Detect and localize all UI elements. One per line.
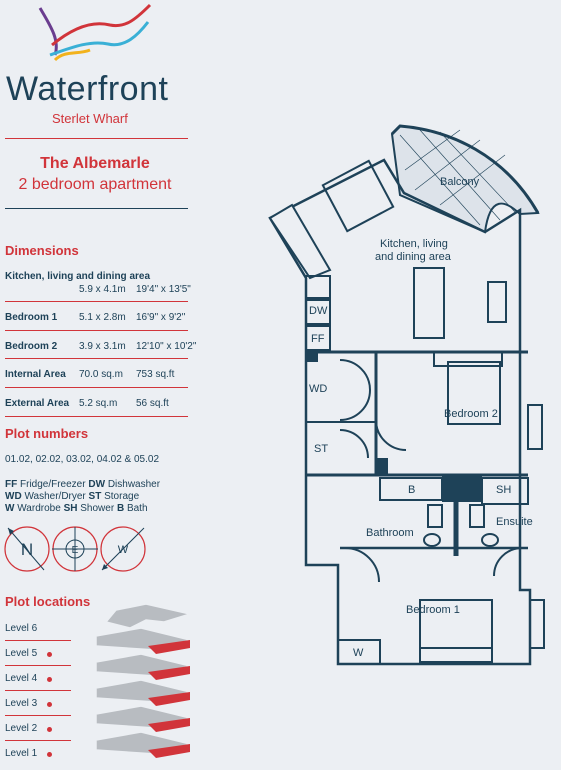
dim-label-bedroom2: Bedroom 2 [5, 341, 58, 352]
room-label-bedroom1: Bedroom 1 [406, 604, 460, 616]
floor-plan [268, 124, 545, 666]
plot-locations-title: Plot locations [5, 594, 91, 609]
legend-line-3: W Wardrobe SH Shower B Bath [5, 503, 148, 514]
divider [5, 690, 71, 691]
divider [5, 740, 71, 741]
level-marker [47, 752, 52, 757]
level-marker [47, 727, 52, 732]
room-label-ensuite: Ensuite [496, 516, 533, 528]
logo-ribbon-icon [38, 3, 152, 62]
room-label-kitchen-2: and dining area [375, 251, 451, 263]
level-marker [47, 702, 52, 707]
level-label: Level 1 [5, 748, 38, 759]
svg-text:N: N [21, 540, 33, 559]
dim-label-external: External Area [5, 398, 70, 409]
dim-imperial-external: 56 sq.ft [136, 398, 169, 409]
plot-numbers-title: Plot numbers [5, 426, 89, 441]
level-marker [47, 652, 52, 657]
divider [5, 208, 188, 209]
dim-metric-external: 5.2 sq.m [79, 398, 118, 409]
apartment-name: The Albemarle [40, 155, 150, 172]
room-label-bathroom: Bathroom [366, 527, 414, 539]
divider [5, 138, 188, 139]
dim-metric-bedroom1: 5.1 x 2.8m [79, 312, 126, 323]
fixture-st: ST [314, 443, 329, 455]
level-label: Level 5 [5, 648, 38, 659]
apartment-type: 2 bedroom apartment [18, 176, 172, 193]
fixture-ff: FF [311, 333, 325, 345]
divider [5, 301, 188, 302]
level-label: Level 6 [5, 623, 38, 634]
divider [5, 330, 188, 331]
compass-icon: N E W [4, 526, 146, 572]
divider [5, 387, 188, 388]
room-label-kitchen: Kitchen, living [380, 238, 448, 250]
brand-name: Waterfront [6, 70, 169, 108]
dim-label-bedroom1: Bedroom 1 [5, 312, 58, 323]
divider [5, 715, 71, 716]
svg-text:E: E [72, 545, 79, 556]
plot-numbers-value: 01.02, 02.02, 03.02, 04.02 & 05.02 [5, 454, 160, 465]
svg-text:W: W [118, 544, 129, 556]
fixture-wd: WD [309, 383, 328, 395]
divider [5, 358, 188, 359]
divider [5, 640, 71, 641]
dim-imperial-bedroom2: 12'10" x 10'2" [136, 341, 197, 352]
dim-label-internal: Internal Area [5, 369, 66, 380]
dim-metric-kitchen: 5.9 x 4.1m [79, 284, 126, 295]
level-label: Level 2 [5, 723, 38, 734]
dim-imperial-kitchen: 19'4" x 13'5" [136, 284, 191, 295]
fixture-dw: DW [309, 305, 328, 317]
legend-line-2: WD Washer/Dryer ST Storage [5, 491, 140, 502]
legend-line-1: FF Fridge/Freezer DW Dishwasher [5, 479, 161, 490]
dim-metric-bedroom2: 3.9 x 3.1m [79, 341, 126, 352]
divider [5, 665, 71, 666]
brand-subtitle: Sterlet Wharf [52, 111, 128, 126]
dim-imperial-bedroom1: 16'9" x 9'2" [136, 312, 186, 323]
building-stack-diagram [95, 603, 193, 758]
fixture-sh: SH [496, 484, 512, 496]
divider [5, 416, 188, 417]
level-label: Level 4 [5, 673, 38, 684]
dim-imperial-internal: 753 sq.ft [136, 369, 175, 380]
level-marker [47, 677, 52, 682]
dimensions-title: Dimensions [5, 243, 79, 258]
fixture-b: B [408, 484, 416, 496]
room-label-balcony: Balcony [440, 176, 480, 188]
room-label-bedroom2: Bedroom 2 [444, 408, 498, 420]
dim-label-kitchen: Kitchen, living and dining area [5, 271, 151, 282]
fixture-w: W [353, 647, 364, 659]
level-label: Level 3 [5, 698, 38, 709]
dim-metric-internal: 70.0 sq.m [79, 369, 123, 380]
